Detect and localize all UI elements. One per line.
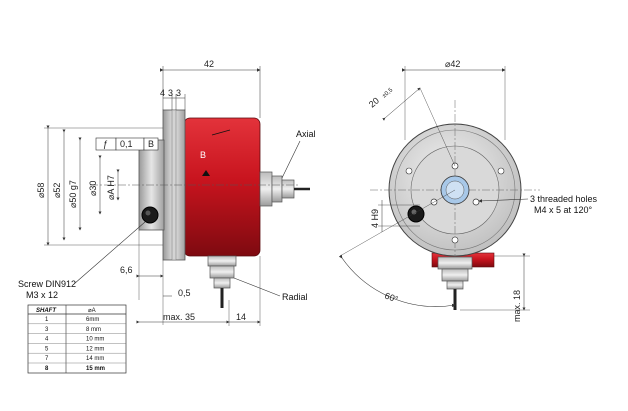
dia-30-label: ⌀30 bbox=[88, 181, 98, 196]
dia-52-label: ⌀52 bbox=[52, 183, 62, 198]
axial-label: Axial bbox=[296, 129, 316, 139]
threaded-hole-right bbox=[472, 198, 480, 206]
table-cell-a: 15 mm bbox=[86, 366, 105, 372]
angle-60-arc bbox=[338, 254, 456, 308]
dim-4-label: 4 bbox=[160, 88, 165, 98]
body-arrow-icon bbox=[202, 170, 210, 176]
table-cell-a: 6mm bbox=[86, 317, 99, 323]
table-cell-a: 14 mm bbox=[86, 356, 104, 362]
front-dia-42-label: ⌀42 bbox=[445, 59, 460, 69]
dim-3a-label: 3 bbox=[168, 88, 173, 98]
front-dim-4h9-label: 4 H9 bbox=[370, 209, 380, 228]
front-max18-label: max. 18 bbox=[512, 290, 522, 322]
table-cell-shaft: 5 bbox=[45, 346, 49, 352]
dim-0-5-label: 0,5 bbox=[178, 288, 191, 298]
dia-58-label: ⌀58 bbox=[36, 183, 46, 198]
front-radial-nut bbox=[437, 256, 473, 270]
dim-3b-label: 3 bbox=[176, 88, 181, 98]
tolerance-value: 0,1 bbox=[120, 139, 133, 149]
screw-label-line2: M3 x 12 bbox=[26, 290, 58, 300]
dim-6-6-label: 6,6 bbox=[120, 265, 133, 275]
front-dim-20-label: 20 bbox=[367, 95, 381, 109]
front-screw-head bbox=[407, 205, 425, 223]
side-view: B 42 4 3 3 bbox=[18, 59, 316, 326]
tolerance-symbol: ƒ bbox=[103, 139, 108, 149]
dim-max35-label: max. 35 bbox=[163, 312, 195, 322]
table-cell-shaft: 8 bbox=[45, 366, 49, 372]
front-dim-20-tol: ±0,5 bbox=[381, 87, 394, 100]
holes-label-line2: M4 x 5 at 120° bbox=[534, 205, 593, 215]
table-cell-a: 10 mm bbox=[86, 337, 104, 343]
table-cell-a: 8 mm bbox=[86, 327, 101, 333]
table-header-a: ⌀A bbox=[88, 308, 96, 314]
table-cell-a: 12 mm bbox=[86, 346, 104, 352]
radial-label: Radial bbox=[282, 292, 308, 302]
radial-connector-nut bbox=[207, 255, 237, 267]
shaft-table: SHAFT ⌀A 1 6mm 3 8 mm 4 10 mm 5 12 mm 7 14 mm 8 15 … bbox=[27, 304, 127, 374]
table-cell-shaft: 1 bbox=[45, 317, 49, 323]
front-view: ⌀42 20 ±0,5 4 H9 60° 3 threaded holes M4… bbox=[338, 59, 598, 322]
table-cell-shaft: 7 bbox=[45, 356, 49, 362]
table-header-shaft: SHAFT bbox=[36, 308, 57, 314]
screw-label-line1: Screw DIN912 bbox=[18, 279, 76, 289]
dim-14-label: 14 bbox=[236, 312, 246, 322]
tolerance-datum: B bbox=[148, 139, 154, 149]
table-cell-shaft: 4 bbox=[45, 337, 49, 343]
axial-connector-nut bbox=[259, 171, 273, 207]
table-cell-shaft: 3 bbox=[45, 327, 49, 333]
body-marker-label: B bbox=[200, 150, 206, 160]
holes-label-line1: 3 threaded holes bbox=[530, 194, 598, 204]
angle-60-label: 60° bbox=[383, 290, 400, 304]
dia-50-label: ⌀50 g7 bbox=[68, 180, 78, 208]
encoder-body bbox=[183, 117, 261, 257]
dia-a-label: ⌀A H7 bbox=[106, 175, 116, 200]
screw-head bbox=[141, 206, 159, 224]
tolerance-frame-datum bbox=[143, 137, 159, 151]
dim-42-label: 42 bbox=[204, 59, 214, 69]
